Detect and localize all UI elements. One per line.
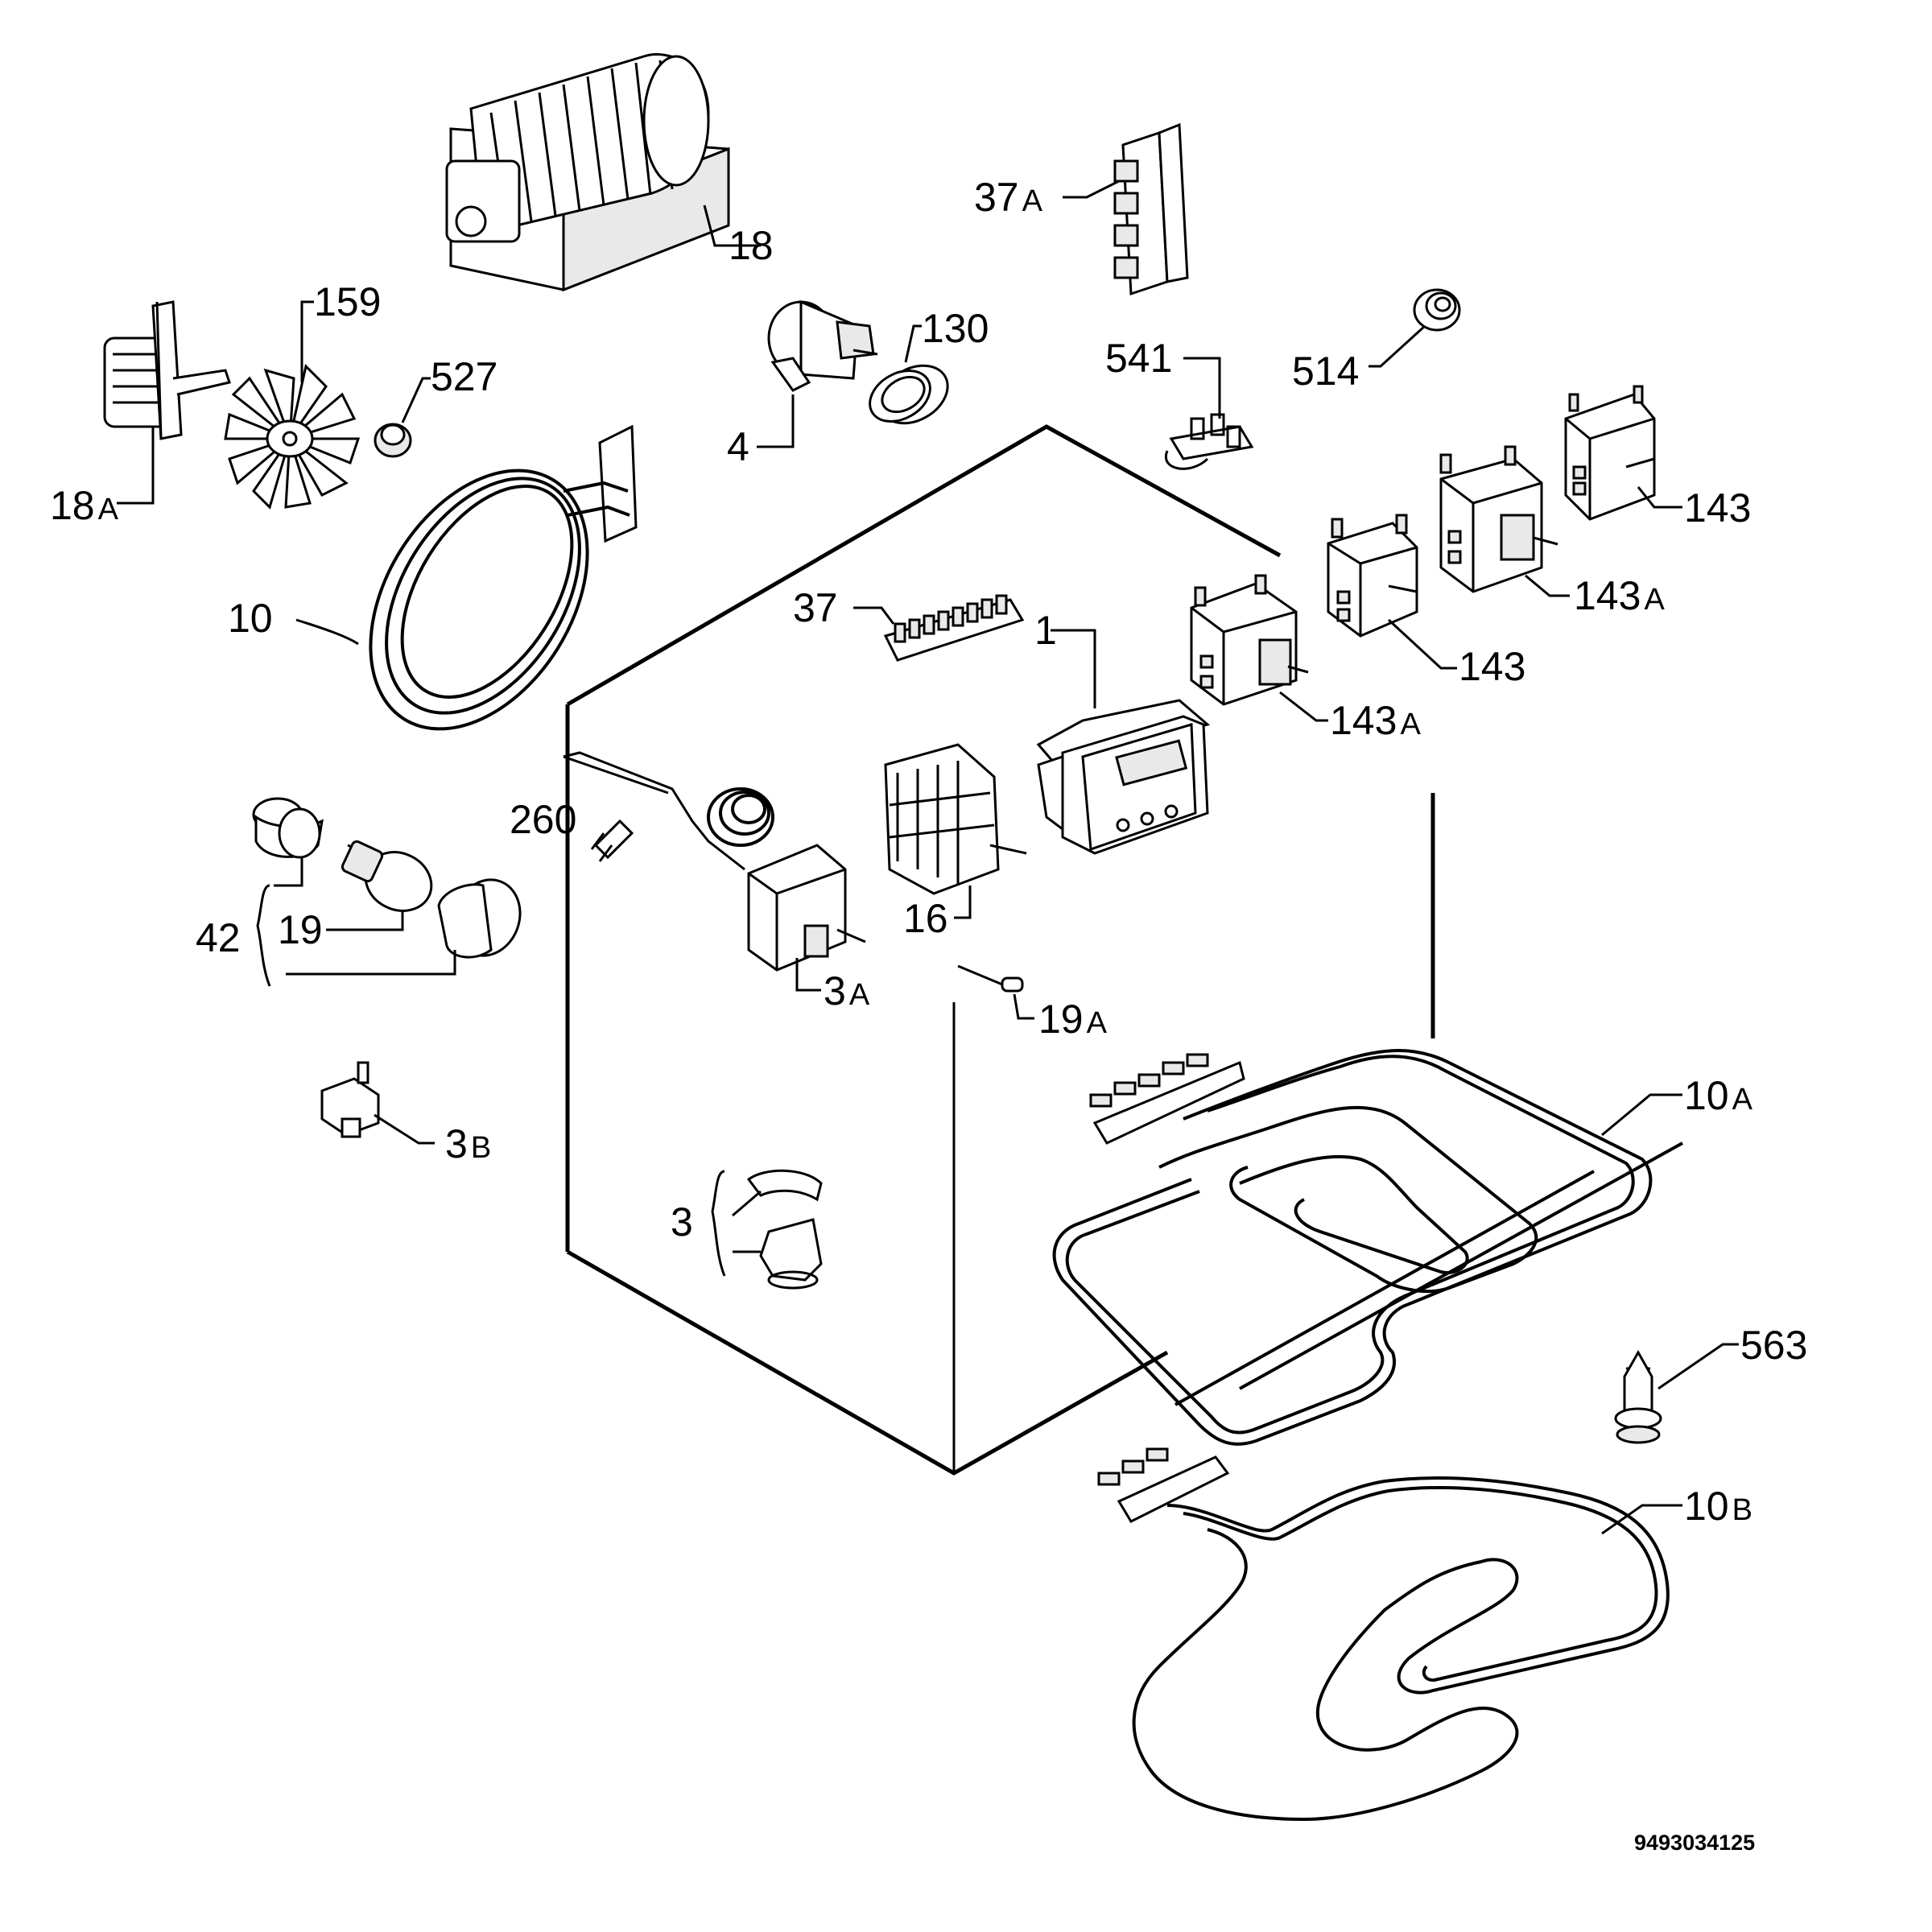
label-143-mid: 143 <box>1459 644 1525 689</box>
switch-part-143-mid <box>1327 514 1457 670</box>
nut-part-527 <box>374 377 431 458</box>
grommet-part-514 <box>1368 288 1461 368</box>
label-527: 527 <box>431 354 497 399</box>
lamp-part-19a <box>957 964 1034 1020</box>
label-4: 4 <box>727 424 749 469</box>
selector-switch-part-16 <box>884 743 1027 919</box>
clip-part-260 <box>590 819 634 862</box>
lamp-bulb-part-19 <box>326 840 433 931</box>
document-number: 9493034125 <box>1634 1831 1755 1855</box>
label-18: 18 <box>729 223 774 268</box>
label-19: 19 <box>278 907 323 952</box>
switch-part-143-top <box>1564 385 1682 521</box>
label-159: 159 <box>314 279 381 324</box>
bottom-heater-part-10b <box>1097 1447 1682 1822</box>
switch-part-541 <box>1164 357 1254 470</box>
label-130: 130 <box>922 306 989 351</box>
label-37: 37 <box>793 585 838 630</box>
bracket-42 <box>256 884 271 987</box>
thermostat-clip-part-3 <box>711 1169 823 1290</box>
label-541: 541 <box>1105 336 1172 381</box>
label-514: 514 <box>1292 349 1359 394</box>
programmer-display-part-1 <box>1036 629 1211 855</box>
motor-part-4 <box>757 299 878 448</box>
seal-ring-part-130 <box>869 324 949 425</box>
fan-motor-part-18a <box>103 300 231 505</box>
terminal-block-part-37a <box>1063 122 1189 296</box>
screw-part-563 <box>1614 1343 1739 1444</box>
label-563: 563 <box>1740 1323 1807 1368</box>
label-42: 42 <box>196 915 241 960</box>
label-10: 10 <box>228 596 273 641</box>
circular-heater-part-10 <box>295 424 638 731</box>
lamp-holder-part-42 <box>252 797 324 887</box>
tangential-fan-part-18 <box>445 53 761 292</box>
label-3: 3 <box>671 1199 693 1245</box>
thermostat-part-3a <box>563 751 866 992</box>
label-143-top: 143 <box>1684 485 1751 530</box>
lamp-cover-part <box>286 878 522 976</box>
oven-cavity-outline <box>563 424 1435 1476</box>
clip-part-3b <box>320 1061 435 1145</box>
grill-element-part-10a <box>1052 1049 1683 1446</box>
label-260: 260 <box>510 797 576 842</box>
switch-part-143a-mid <box>1190 574 1328 722</box>
terminal-strip-part-37 <box>853 594 1025 662</box>
switch-part-143a-top <box>1439 445 1570 597</box>
label-16: 16 <box>903 896 948 941</box>
fan-blade-part-159 <box>224 300 361 510</box>
label-1: 1 <box>1034 608 1057 653</box>
